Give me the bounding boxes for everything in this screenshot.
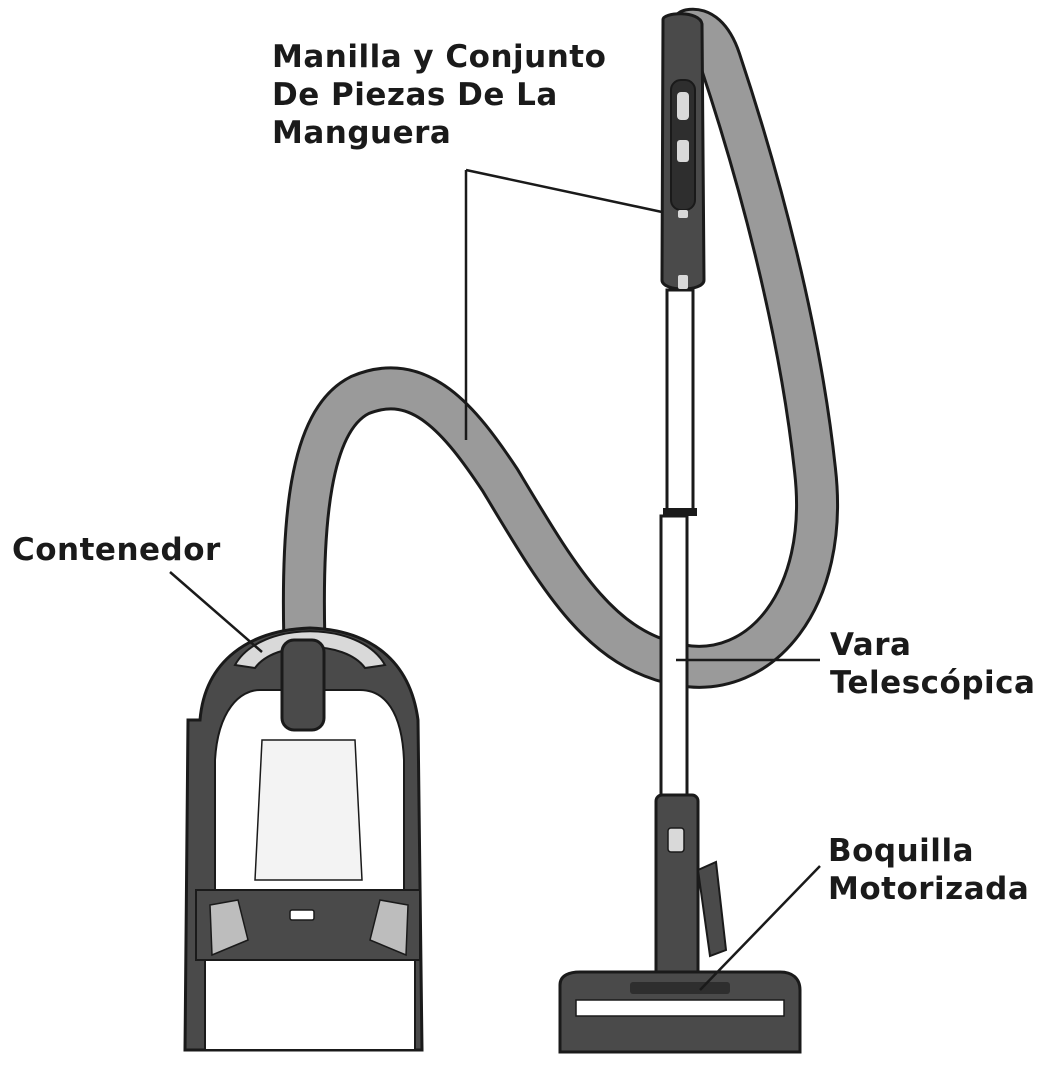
- label-motorized-nozzle: Boquilla Motorizada: [828, 832, 1029, 908]
- label-line: Manilla y Conjunto: [272, 39, 607, 75]
- label-line: Motorizada: [828, 871, 1030, 907]
- leader-lines: [169, 168, 821, 991]
- leader-line-handle: [464, 168, 663, 440]
- label-handle-hose-assembly: Manilla y Conjunto De Piezas De La Mangu…: [272, 38, 606, 152]
- label-telescopic-wand: Vara Telescópica: [830, 626, 1035, 702]
- leader-line-nozzle: [699, 865, 821, 991]
- telescopic-wand: [659, 288, 697, 798]
- hose-handle: [660, 12, 706, 291]
- label-line: Manguera: [272, 115, 452, 151]
- label-line: Telescópica: [830, 665, 1036, 701]
- label-line: De Piezas De La: [272, 77, 558, 113]
- label-line: Boquilla: [828, 833, 974, 869]
- leader-line-container: [169, 571, 263, 653]
- label-line: Vara: [830, 627, 912, 663]
- label-container: Contenedor: [12, 531, 221, 569]
- motorized-nozzle: [558, 793, 802, 1054]
- label-line: Contenedor: [12, 532, 221, 568]
- canister-body: [183, 626, 424, 1052]
